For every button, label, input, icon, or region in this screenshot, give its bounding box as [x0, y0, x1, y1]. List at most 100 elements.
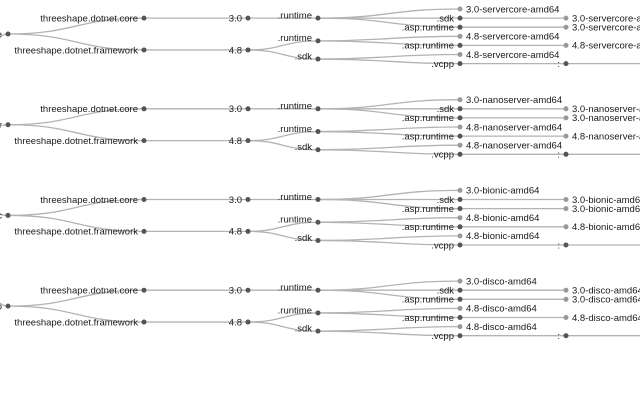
node-label: .runtime [278, 124, 312, 135]
node-label: 4.8 [229, 136, 242, 147]
node-dot [245, 228, 251, 234]
node-dot [563, 42, 569, 48]
tree-link [0, 33, 9, 39]
tree-link [317, 149, 461, 155]
node-label: 3.0 [229, 104, 242, 115]
node-label: 4.8-nanoserver-amd64 [572, 131, 640, 142]
tree-node-3-0-disco-amd64: 3.0-disco-amd64 [563, 295, 640, 306]
tree-link [0, 213, 9, 217]
tree-node-3-0-bionic-amd64: 3.0-bionic-amd64 [457, 186, 539, 197]
node-label: .asp.runtime [402, 41, 454, 52]
tree-node-disco: disco [0, 301, 11, 312]
node-dot [457, 296, 463, 302]
node-label: 3.0 [229, 13, 242, 24]
node-label: 4.8-servercore-amd64 [466, 32, 559, 43]
node-dot [457, 124, 463, 130]
node-label: 4.8 [229, 227, 242, 238]
node-label: 4.8-servercore-amd64 [466, 50, 559, 61]
tree-link [317, 289, 461, 300]
node-dot [563, 106, 569, 112]
node-dot [315, 310, 321, 316]
node-dot [5, 122, 11, 128]
tree-link [0, 124, 9, 127]
node-label: .runtime [278, 101, 312, 112]
tree-node-threeshape-dotnet-core: threeshape.dotnet.core [40, 104, 147, 115]
tree-node-3-0-servercore-amd64: 3.0-servercore-amd64 [563, 23, 640, 34]
node-dot [457, 6, 463, 12]
tree-node-3-0-disco-amd64: 3.0-disco-amd64 [563, 286, 640, 297]
node-dot [141, 319, 147, 325]
node-dot [315, 38, 321, 44]
node-label: .sdk [437, 13, 455, 24]
tree-link [317, 312, 461, 319]
tree-node-vcpp: .vcpp [431, 59, 463, 70]
tree-node-4-8-nanoserver-amd64: 4.8-nanoserver-amd64 [457, 122, 562, 133]
tree-node-asp-runtime: .asp.runtime [402, 222, 463, 233]
tree-node-sdk: .sdk [295, 323, 321, 334]
node-dot [457, 15, 463, 21]
tree-node-nanoserver: nanoserver [0, 120, 11, 131]
node-label: 4.8-disco-amd64 [466, 322, 537, 333]
tree-node-threeshape-dotnet-core: threeshape.dotnet.core [40, 13, 147, 24]
node-label: 3.0-nanoserver-amd64 [572, 113, 640, 124]
node-label: .sdk [295, 51, 313, 62]
node-label: .runtime [278, 215, 312, 226]
tree-node-3-0-servercore-amd64: 3.0-servercore-amd64 [563, 13, 640, 24]
node-dot [245, 15, 251, 21]
tree-node-servercore: servercore [0, 29, 11, 40]
node-dot [141, 138, 147, 144]
node-dot [563, 151, 569, 157]
tree-link [7, 214, 145, 232]
node-dot [245, 197, 251, 202]
node-label: 4.8-nanoserver-amd64 [466, 122, 562, 133]
tree-node-node: : [557, 331, 569, 342]
node-label: .asp.runtime [402, 113, 454, 124]
node-dot [315, 147, 321, 153]
node-dot [563, 133, 569, 139]
tree-node-node: : [557, 240, 569, 251]
tree-node-threeshape-dotnet-framework: threeshape.dotnet.framework [14, 136, 147, 147]
tree-node-asp-runtime: .asp.runtime [402, 204, 463, 215]
node-dot [245, 106, 251, 112]
tree-node-3-0: 3.0 [229, 13, 251, 24]
tree-node-runtime: .runtime [278, 215, 321, 226]
node-dot [141, 197, 147, 202]
node-label: .asp.runtime [402, 222, 454, 233]
node-label: threeshape.dotnet.framework [14, 317, 138, 328]
tree-node-3-0-bionic-amd64: 3.0-bionic-amd64 [563, 204, 640, 215]
node-dot [563, 24, 569, 30]
tree-node-4-8-servercore-amd64: 4.8-servercore-amd64 [457, 50, 559, 61]
tree-node-4-8-servercore-amd64: 4.8-servercore-amd64 [563, 41, 640, 52]
tree-link [7, 33, 145, 51]
node-label: 4.8 [229, 317, 242, 328]
tree-link [317, 40, 461, 47]
tree-node-4-8-nanoserver-amd64: 4.8-nanoserver-amd64 [563, 131, 640, 142]
node-dot [563, 242, 569, 248]
node-label: 3.0 [229, 195, 242, 206]
node-dot [457, 224, 463, 230]
node-label: : [557, 150, 560, 161]
node-dot [457, 233, 463, 239]
tree-node-sdk: .sdk [437, 13, 463, 24]
tree-node-3-0-nanoserver-amd64: 3.0-nanoserver-amd64 [563, 104, 640, 115]
node-dot [457, 315, 463, 320]
node-dot [315, 15, 321, 21]
node-dot [563, 315, 569, 320]
node-label: .runtime [278, 33, 312, 44]
node-dot [315, 197, 321, 202]
node-dot [457, 187, 463, 193]
node-label: threeshape.dotnet.core [40, 286, 138, 297]
node-dot [457, 242, 463, 248]
tree-node-4-8-bionic-amd64: 4.8-bionic-amd64 [457, 231, 539, 242]
node-dot [563, 296, 569, 302]
tree-node-4-8: 4.8 [229, 45, 251, 56]
node-label: : [557, 240, 560, 251]
node-label: 3.0-bionic-amd64 [572, 195, 640, 206]
node-label: 4.8-bionic-amd64 [466, 231, 539, 242]
node-dot [563, 333, 569, 339]
node-dot [315, 106, 321, 112]
node-dot [141, 15, 147, 21]
tree-node-asp-runtime: .asp.runtime [402, 131, 463, 142]
tree-node-3-0: 3.0 [229, 286, 251, 297]
